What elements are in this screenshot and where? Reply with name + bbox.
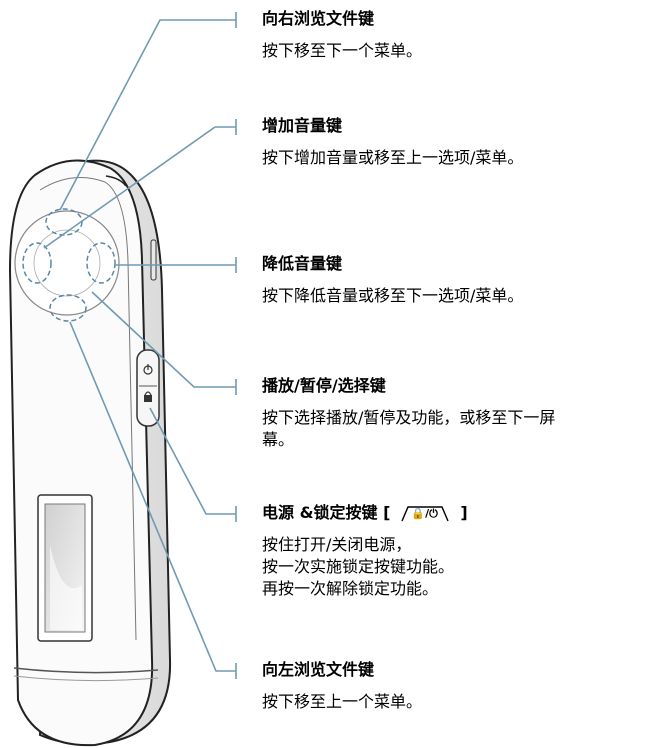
leader-play-pause <box>91 291 236 388</box>
callout-desc: 按下选择播放/暂停及功能，或移至下一屏 <box>262 408 556 427</box>
callout-title: 增加音量键 <box>262 116 343 135</box>
left-browse-button[interactable] <box>49 294 87 322</box>
lock-icon <box>144 395 152 402</box>
nav-pad-inner <box>33 229 101 297</box>
strap-slot <box>105 175 127 187</box>
leader-right-browse <box>59 19 236 211</box>
callout-power-lock: 电源 &锁定按键 [ 🔒/⏻] 按住打开/关闭电源， 按一次实施锁定按键功能。 再… <box>262 502 468 600</box>
leader-left-browse <box>69 321 236 672</box>
callout-desc: 幕。 <box>262 430 295 449</box>
callout-title: 播放/暂停/选择键 <box>262 376 386 395</box>
callout-desc: 按一次实施锁定按键功能。 <box>262 557 455 576</box>
cap-seam <box>13 667 159 674</box>
callout-right-browse: 向右浏览文件键 按下移至下一个菜单。 <box>262 8 422 62</box>
side-slit <box>150 239 157 281</box>
callout-desc: 按下增加音量或移至上一选项/菜单。 <box>262 148 524 167</box>
nav-pad <box>14 208 120 322</box>
leader-lines <box>43 12 237 679</box>
callout-desc: 按下移至上一个菜单。 <box>262 692 423 711</box>
play-pause-side-button[interactable] <box>136 349 160 427</box>
callout-title: 降低音量键 <box>262 254 343 273</box>
callout-title: 向左浏览文件键 <box>262 660 375 679</box>
callout-desc: 按下移至下一个菜单。 <box>262 41 423 60</box>
callout-desc: 再按一次解除锁定功能。 <box>262 579 439 598</box>
volume-down-button[interactable] <box>86 242 116 284</box>
callout-volume-down: 降低音量键 按下降低音量或移至下一选项/菜单。 <box>262 253 523 307</box>
key-symbol: 🔒/⏻ <box>411 506 438 520</box>
callout-play-pause: 播放/暂停/选择键 按下选择播放/暂停及功能，或移至下一屏 幕。 <box>262 375 555 451</box>
cap-seam-shadow <box>13 675 159 682</box>
callout-title: 电源 &锁定按键 [ <box>262 503 391 522</box>
callout-desc: 按住打开/关闭电源， <box>262 535 412 554</box>
callout-title: 向右浏览文件键 <box>262 9 375 28</box>
screen-reflection <box>50 545 82 630</box>
volume-up-button[interactable] <box>22 242 52 284</box>
leader-power-lock <box>149 407 236 515</box>
callout-left-browse: 向左浏览文件键 按下移至上一个菜单。 <box>262 659 422 713</box>
callout-volume-up: 增加音量键 按下增加音量或移至上一选项/菜单。 <box>262 115 523 169</box>
leader-volume-up <box>43 126 236 249</box>
callout-title-suffix: ] <box>460 503 468 522</box>
callout-desc: 按下降低音量或移至下一选项/菜单。 <box>262 286 524 305</box>
device-bevel <box>39 177 137 641</box>
lock-power-key-icon: 🔒/⏻ <box>396 505 454 523</box>
lock-icon-shackle <box>144 391 152 396</box>
callout-title-row: 电源 &锁定按键 [ 🔒/⏻] <box>262 502 468 524</box>
mp3-player <box>8 159 172 747</box>
